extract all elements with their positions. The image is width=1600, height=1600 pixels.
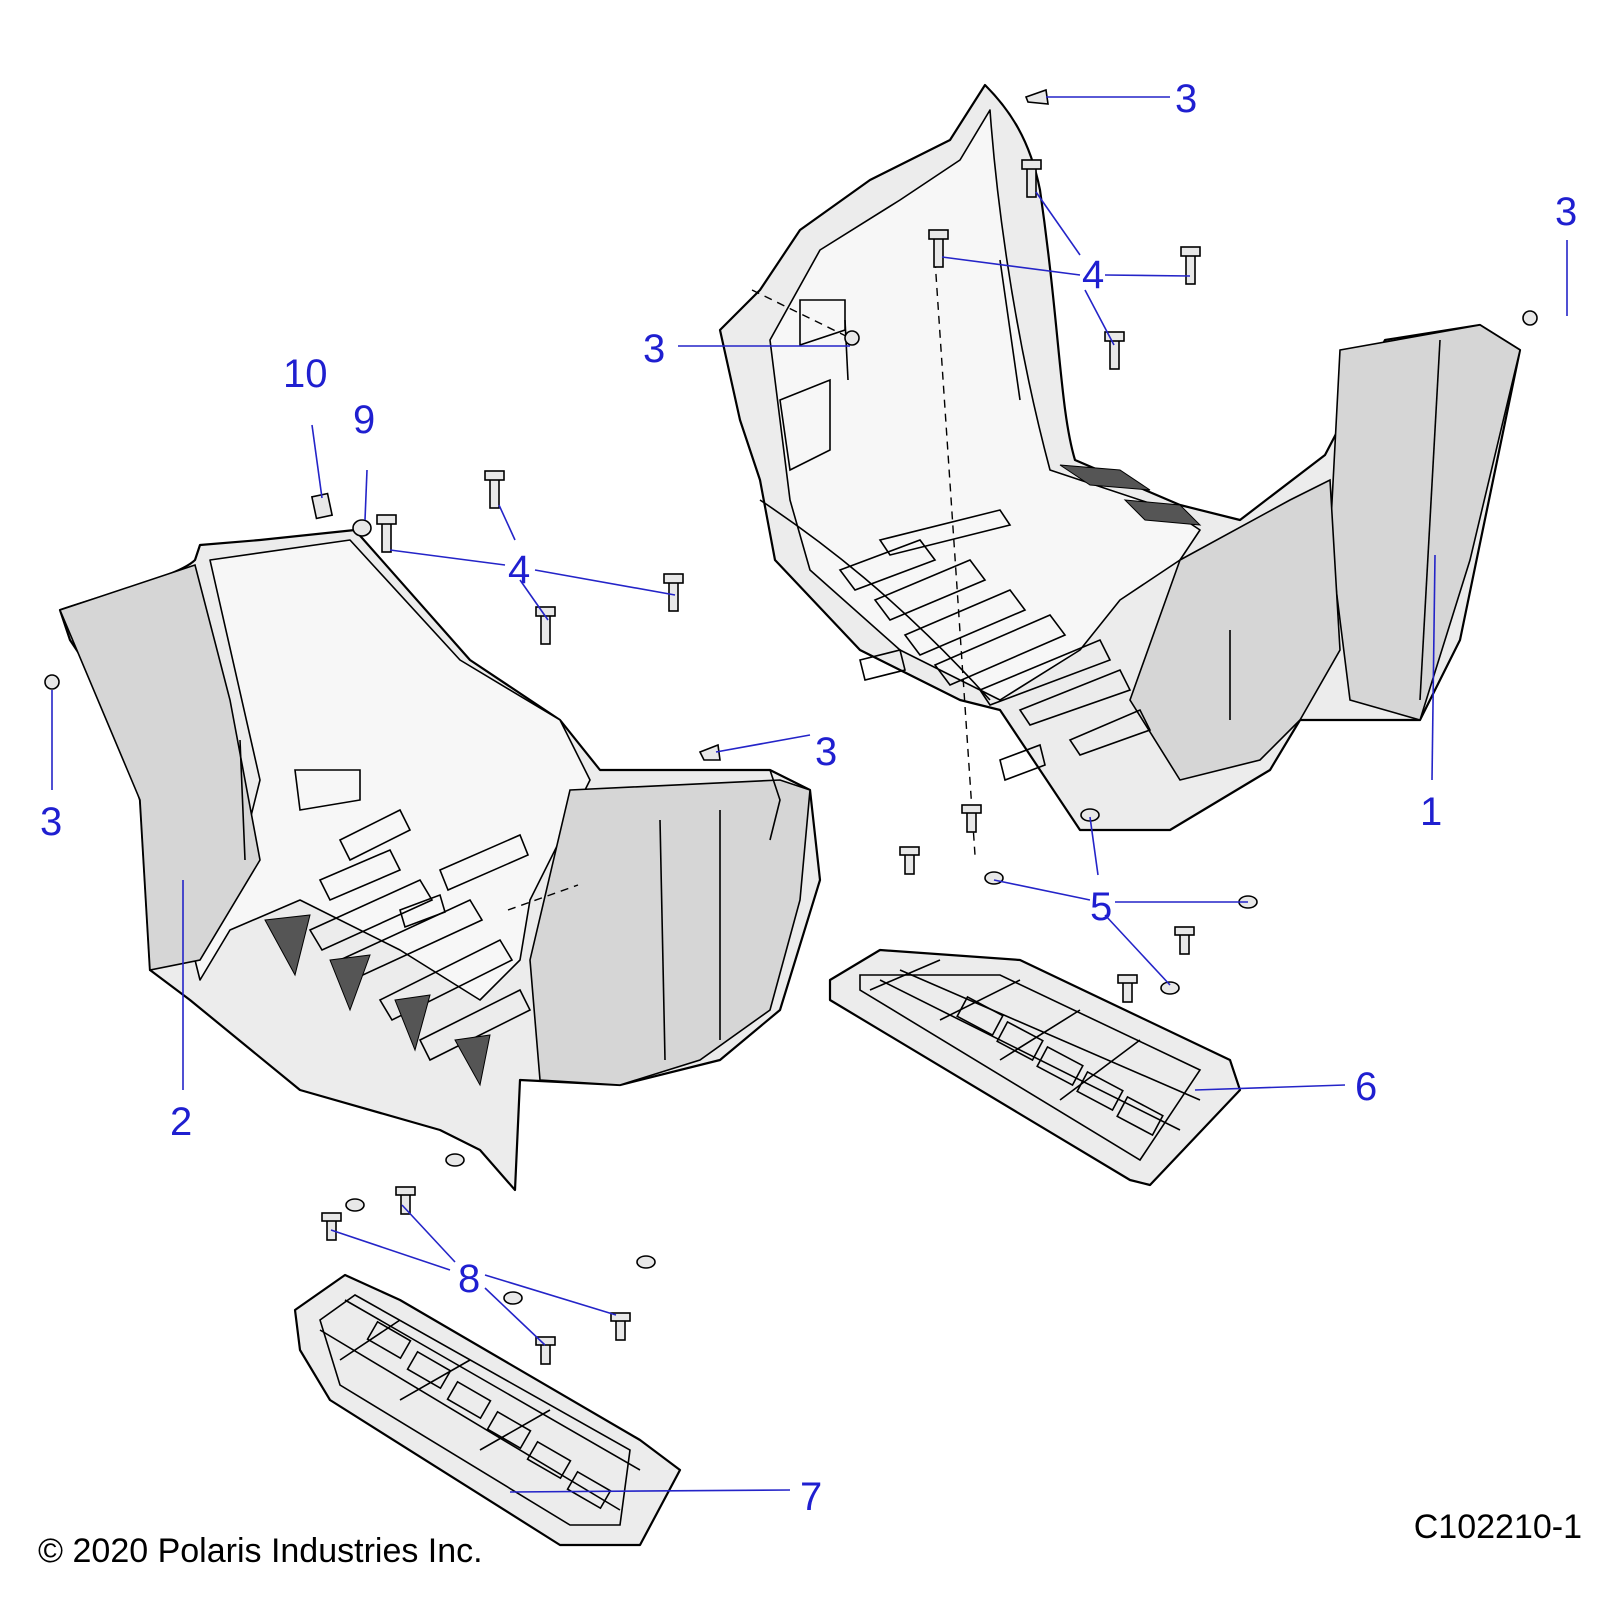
callout-3-mid: 3 — [815, 730, 837, 774]
callout-5: 5 — [1090, 885, 1112, 929]
nut-icon — [345, 1198, 365, 1212]
clip-nut-icon — [310, 492, 334, 520]
callout-10: 10 — [283, 352, 328, 396]
right-footwell — [718, 83, 1522, 832]
callout-4-left: 4 — [508, 548, 530, 592]
screw-icon — [395, 1186, 416, 1215]
screw-icon — [928, 229, 949, 268]
callout-6: 6 — [1355, 1065, 1377, 1109]
screw-icon — [663, 573, 684, 612]
callout-3-left: 3 — [40, 800, 62, 844]
assembly-line — [507, 884, 579, 911]
assembly-line — [934, 259, 976, 856]
callout-8: 8 — [458, 1257, 480, 1301]
callout-3-upper-mid: 3 — [643, 327, 665, 371]
push-rivet-icon — [44, 674, 60, 690]
left-footrest-plate — [293, 1273, 682, 1547]
screw-icon — [484, 470, 505, 509]
screw-icon — [1180, 246, 1201, 285]
drawing-number: C102210-1 — [1413, 1508, 1582, 1546]
nut-icon — [636, 1255, 656, 1269]
push-rivet-icon — [844, 330, 860, 346]
push-rivet-icon — [698, 743, 721, 761]
screw-icon — [610, 1312, 631, 1341]
screw-icon — [1104, 331, 1125, 370]
screw-icon — [535, 606, 556, 645]
right-footrest-plate — [828, 948, 1242, 1187]
screw-icon — [535, 1336, 556, 1365]
callout-7: 7 — [800, 1475, 822, 1519]
leader-lines — [51, 96, 1568, 1493]
screw-icon — [1174, 926, 1195, 955]
screw-icon — [1021, 159, 1042, 198]
nut-icon — [445, 1153, 465, 1167]
assembly-line — [751, 289, 849, 338]
push-rivet-icon — [1024, 88, 1049, 105]
push-rivet-icon — [1522, 310, 1538, 326]
nut-icon — [503, 1291, 523, 1305]
callout-1: 1 — [1420, 790, 1442, 834]
screw-icon — [376, 514, 397, 553]
callout-3-top: 3 — [1175, 77, 1197, 121]
callouts: 1 2 3 3 3 3 3 4 4 5 6 7 8 9 10 — [40, 77, 1577, 1519]
callout-3-top-right: 3 — [1555, 190, 1577, 234]
nut-icon — [1160, 981, 1180, 995]
nut-icon — [984, 871, 1004, 885]
screw-icon — [899, 846, 920, 875]
callout-4-right: 4 — [1082, 253, 1104, 297]
screw-icon — [1117, 974, 1138, 1003]
callout-9: 9 — [353, 398, 375, 442]
screw-icon — [961, 804, 982, 833]
left-footwell — [58, 528, 822, 1192]
copyright-notice: © 2020 Polaris Industries Inc. — [38, 1532, 483, 1570]
callout-2: 2 — [170, 1100, 192, 1144]
screw-icon — [321, 1212, 342, 1241]
clip-icon — [352, 519, 372, 537]
